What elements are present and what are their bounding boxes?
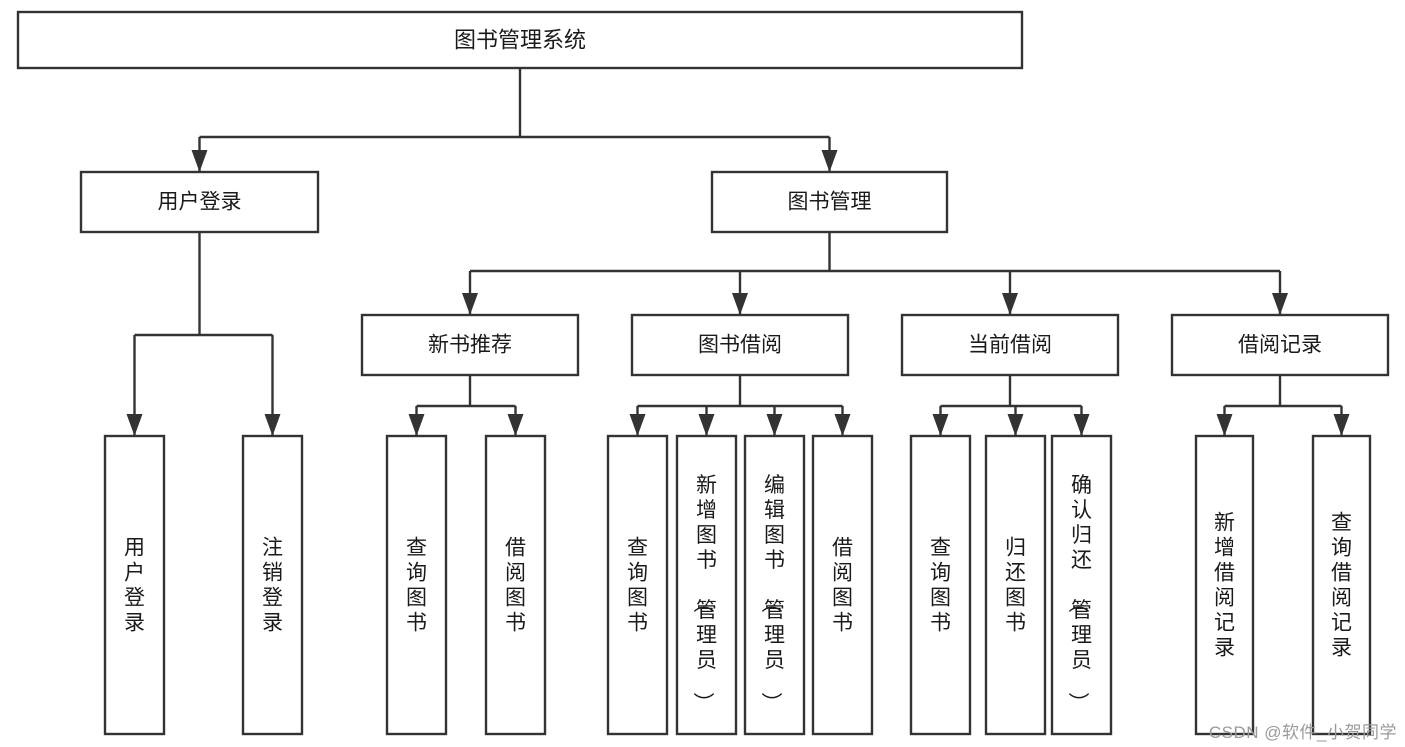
node-layer: 图书管理系统用户登录图书管理新书推荐图书借阅当前借阅借阅记录用户登录注销登录查询… bbox=[16, 10, 1390, 736]
node-label-leaf-user-login: 用户登录 bbox=[124, 537, 145, 635]
node-label-leaf-query-book-3: 查询图书 bbox=[930, 537, 951, 635]
connector-layer bbox=[126, 68, 1350, 436]
arrow-head-leaf-query-book-1 bbox=[408, 414, 425, 436]
arrow-head-leaf-query-borrow-record bbox=[1333, 414, 1350, 436]
node-label-user-login: 用户登录 bbox=[158, 191, 242, 214]
node-box-undefined bbox=[16, 10, 1024, 70]
arrow-head-new-book-recommend bbox=[462, 293, 478, 315]
node-box-leaf-add-book bbox=[675, 434, 738, 736]
node-box-leaf-logout-login bbox=[241, 434, 304, 736]
arrow-head-leaf-add-borrow-record bbox=[1216, 414, 1233, 436]
arrow-head-leaf-user-login bbox=[126, 414, 143, 436]
node-label-new-book-recommend: 新书推荐 bbox=[428, 334, 512, 357]
arrow-head-leaf-borrow-book-1 bbox=[507, 414, 524, 436]
arrow-head-leaf-logout-login bbox=[264, 414, 281, 436]
node-box-current-borrow bbox=[900, 313, 1120, 377]
node-leaf-borrow-book-2[interactable]: 借阅图书 bbox=[811, 434, 874, 736]
node-box-book-manage bbox=[710, 170, 949, 234]
node-label-leaf-add-borrow-record: 新增借阅记录 bbox=[1214, 512, 1235, 660]
arrow-head-borrow-record bbox=[1272, 293, 1288, 315]
node-leaf-query-book-3[interactable]: 查询图书 bbox=[909, 434, 972, 736]
arrow-head-book-borrow bbox=[732, 293, 748, 315]
node-book-manage[interactable]: 图书管理 bbox=[710, 170, 949, 234]
node-box-leaf-confirm-return bbox=[1050, 434, 1113, 736]
node-user-login[interactable]: 用户登录 bbox=[79, 170, 320, 234]
node-label-leaf-confirm-return: 确认归还（管理员） bbox=[1066, 474, 1092, 713]
node-box-book-borrow bbox=[630, 313, 850, 377]
arrow-head-leaf-query-book-3 bbox=[932, 414, 949, 436]
node-borrow-record[interactable]: 借阅记录 bbox=[1170, 313, 1390, 377]
node-leaf-query-borrow-record[interactable]: 查询借阅记录 bbox=[1311, 434, 1372, 736]
node-leaf-add-book[interactable]: 新增图书（管理员） bbox=[675, 434, 738, 736]
node-label-undefined: 图书管理系统 bbox=[454, 28, 586, 53]
node-label-leaf-add-book: 新增图书（管理员） bbox=[691, 474, 717, 713]
node-new-book-recommend[interactable]: 新书推荐 bbox=[360, 313, 580, 377]
node-box-leaf-borrow-book-1 bbox=[484, 434, 547, 736]
node-label-leaf-borrow-book-1: 借阅图书 bbox=[505, 537, 526, 635]
arrow-head-leaf-edit-book bbox=[766, 414, 783, 436]
node-leaf-return-book[interactable]: 归还图书 bbox=[984, 434, 1047, 736]
node-box-leaf-query-book-1 bbox=[385, 434, 448, 736]
node-box-leaf-query-book-2 bbox=[606, 434, 669, 736]
node-box-leaf-query-book-3 bbox=[909, 434, 972, 736]
node-box-leaf-add-borrow-record bbox=[1194, 434, 1255, 736]
node-box-new-book-recommend bbox=[360, 313, 580, 377]
node-label-leaf-edit-book: 编辑图书（管理员） bbox=[759, 474, 785, 713]
arrow-head-leaf-borrow-book-2 bbox=[834, 414, 851, 436]
node-label-leaf-borrow-book-2: 借阅图书 bbox=[832, 537, 853, 635]
node-leaf-logout-login[interactable]: 注销登录 bbox=[241, 434, 304, 736]
arrow-head-user-login bbox=[191, 150, 208, 172]
node-label-leaf-query-borrow-record: 查询借阅记录 bbox=[1331, 512, 1352, 660]
node-box-leaf-query-borrow-record bbox=[1311, 434, 1372, 736]
node-leaf-confirm-return[interactable]: 确认归还（管理员） bbox=[1050, 434, 1113, 736]
arrow-head-leaf-query-book-2 bbox=[629, 414, 646, 436]
node-label-book-manage: 图书管理 bbox=[788, 191, 872, 214]
node-leaf-query-book-1[interactable]: 查询图书 bbox=[385, 434, 448, 736]
node-label-leaf-logout-login: 注销登录 bbox=[262, 537, 283, 635]
arrow-head-leaf-confirm-return bbox=[1073, 414, 1090, 436]
node-box-leaf-edit-book bbox=[743, 434, 806, 736]
node-current-borrow[interactable]: 当前借阅 bbox=[900, 313, 1120, 377]
arrow-head-current-borrow bbox=[1002, 293, 1018, 315]
node-box-leaf-return-book bbox=[984, 434, 1047, 736]
csdn-watermark: CSDN @软件_小贺同学 bbox=[1208, 723, 1397, 742]
node-leaf-query-book-2[interactable]: 查询图书 bbox=[606, 434, 669, 736]
arrow-head-leaf-return-book bbox=[1007, 414, 1024, 436]
node-label-leaf-query-book-2: 查询图书 bbox=[627, 537, 648, 635]
arrow-head-book-manage bbox=[821, 150, 838, 172]
node-label-borrow-record: 借阅记录 bbox=[1238, 334, 1322, 357]
node-label-leaf-query-book-1: 查询图书 bbox=[406, 537, 427, 635]
node-box-user-login bbox=[79, 170, 320, 234]
node-box-leaf-user-login bbox=[103, 434, 166, 736]
arrow-head-leaf-add-book bbox=[698, 414, 715, 436]
node-box-leaf-borrow-book-2 bbox=[811, 434, 874, 736]
node-leaf-borrow-book-1[interactable]: 借阅图书 bbox=[484, 434, 547, 736]
node-label-book-borrow: 图书借阅 bbox=[698, 334, 782, 357]
node-leaf-add-borrow-record[interactable]: 新增借阅记录 bbox=[1194, 434, 1255, 736]
node-label-current-borrow: 当前借阅 bbox=[968, 334, 1052, 357]
node-undefined[interactable]: 图书管理系统 bbox=[16, 10, 1024, 70]
node-label-leaf-return-book: 归还图书 bbox=[1005, 537, 1026, 635]
node-box-borrow-record bbox=[1170, 313, 1390, 377]
node-leaf-edit-book[interactable]: 编辑图书（管理员） bbox=[743, 434, 806, 736]
node-book-borrow[interactable]: 图书借阅 bbox=[630, 313, 850, 377]
node-leaf-user-login[interactable]: 用户登录 bbox=[103, 434, 166, 736]
